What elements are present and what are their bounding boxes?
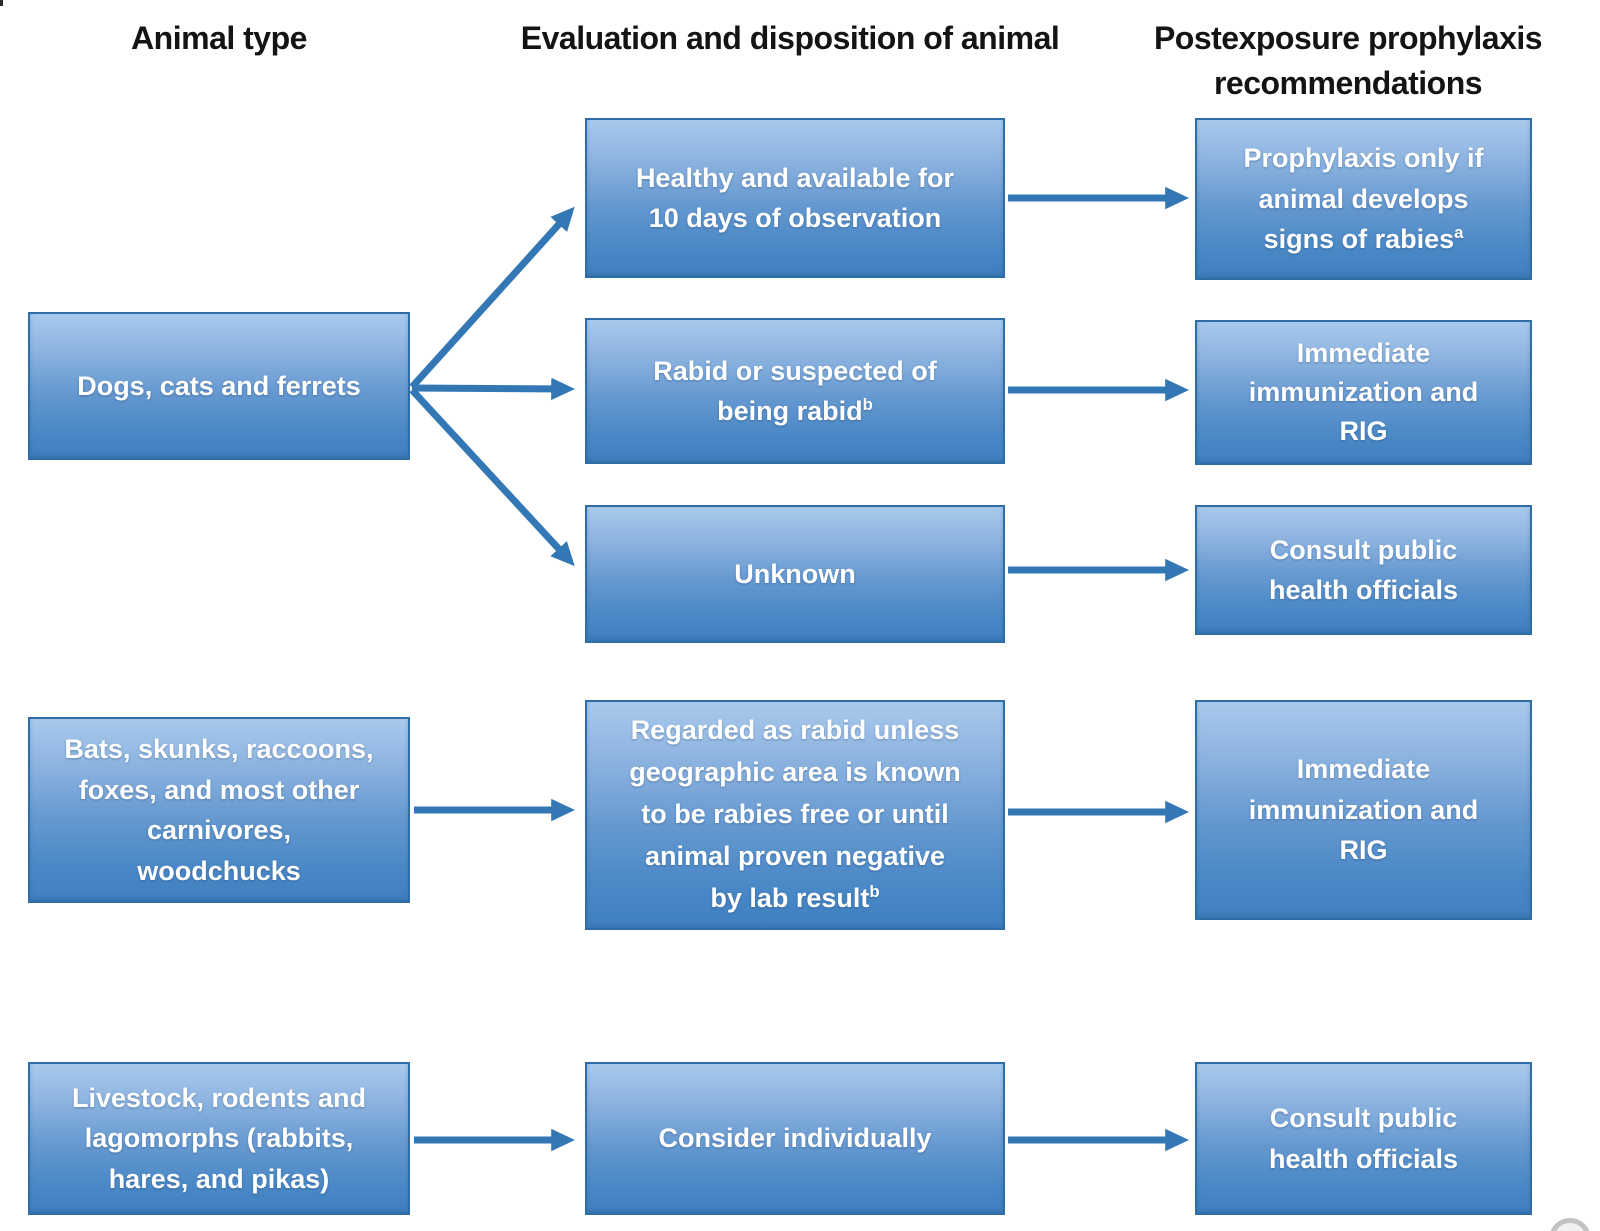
arrow-dogs-to-unknown [409,387,575,567]
superscript: b [869,881,880,901]
box-label: Dogs, cats and ferrets [77,370,361,401]
corner-circle-artifact [1549,1218,1591,1231]
box-unknown: Unknown [585,505,1005,643]
arrow-dogs-to-rabid [411,377,575,401]
column-header-evaluation-disposition: Evaluation and disposition of animal [520,20,1060,56]
box-dogs-cats-ferrets: Dogs, cats and ferrets [28,312,410,460]
column-header-animal-type: Animal type [131,20,307,56]
box-label: Unknown [734,558,856,589]
box-consider-individually: Consider individually [585,1062,1005,1215]
superscript: a [1454,223,1464,243]
arrow-dogs-to-healthy [409,206,575,390]
superscript: b [862,395,873,414]
box-bats-skunks-raccoons: Bats, skunks, raccoons,foxes, and most o… [28,717,410,903]
scan-artifact-top-left [0,0,3,6]
box-label: Consider individually [658,1123,932,1154]
box-label: Bats, skunks, raccoons,foxes, and most o… [64,734,374,886]
